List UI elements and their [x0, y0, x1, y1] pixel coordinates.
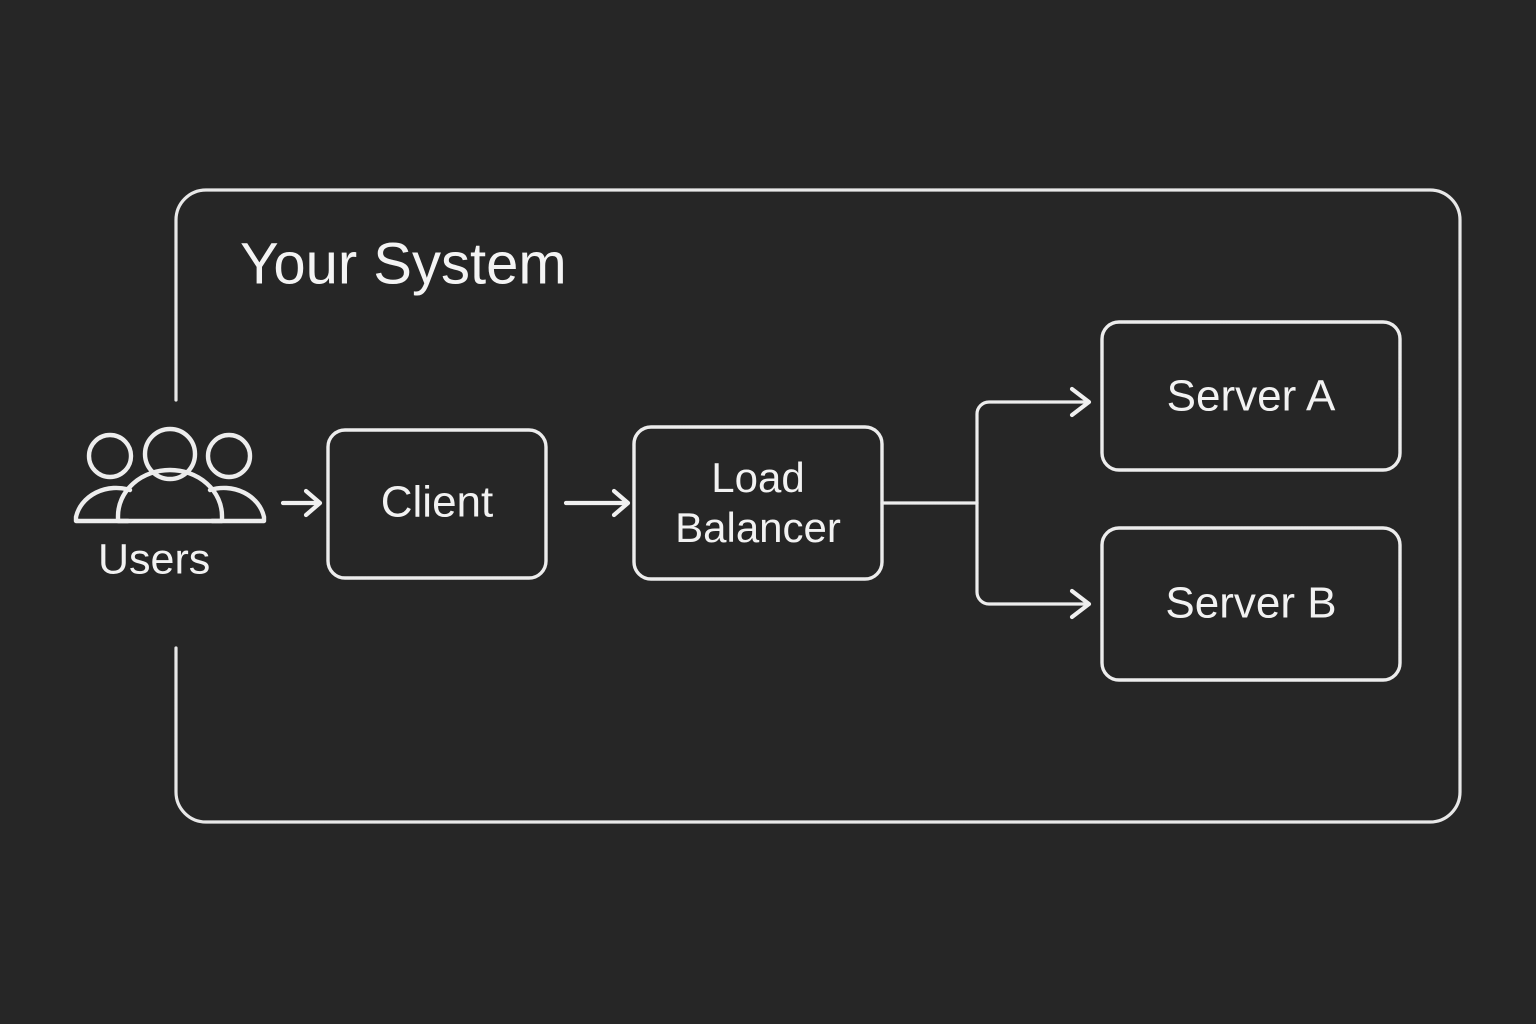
user-head-left-icon — [86, 432, 134, 480]
server-b-box[interactable] — [1100, 526, 1402, 682]
user-body-left-icon — [73, 485, 133, 524]
client-label: Client — [381, 478, 494, 527]
client-box[interactable] — [326, 428, 548, 580]
server-b-label: Server B — [1165, 579, 1336, 628]
edge-users-to-client — [280, 488, 323, 518]
user-body-center-icon — [115, 467, 225, 524]
edge-lb-to-server-b-arrowhead — [1069, 588, 1092, 620]
load-balancer-label-line2: Balancer — [675, 504, 841, 551]
edge-lb-to-server-b — [975, 501, 1092, 620]
edge-lb-to-server-a — [975, 386, 1092, 505]
load-balancer-label-line1: Load — [711, 454, 804, 501]
edge-client-to-load-balancer — [563, 488, 631, 518]
user-head-center-icon — [142, 426, 198, 482]
load-balancer-box[interactable] — [632, 425, 884, 581]
user-body-right-icon — [207, 485, 267, 524]
node-load-balancer[interactable]: Load Balancer — [632, 425, 884, 581]
user-head-right-icon — [205, 432, 253, 480]
edge-users-to-client-arrowhead — [303, 488, 323, 518]
edge-client-to-lb-arrowhead — [611, 488, 631, 518]
users-group-icon — [73, 426, 267, 524]
system-container — [174, 188, 1462, 824]
server-a-box[interactable] — [1100, 320, 1402, 472]
system-title: Your System — [240, 231, 567, 296]
node-server-b[interactable]: Server B — [1100, 526, 1402, 682]
server-a-label: Server A — [1167, 372, 1336, 421]
edge-lb-to-server-a-arrowhead — [1069, 386, 1092, 418]
users-label: Users — [98, 535, 210, 583]
node-client[interactable]: Client — [326, 428, 548, 580]
edge-lb-to-server-b-line — [975, 501, 1088, 606]
node-server-a[interactable]: Server A — [1100, 320, 1402, 472]
system-container-outline — [174, 188, 1462, 824]
edge-lb-to-server-a-line — [975, 400, 1088, 505]
